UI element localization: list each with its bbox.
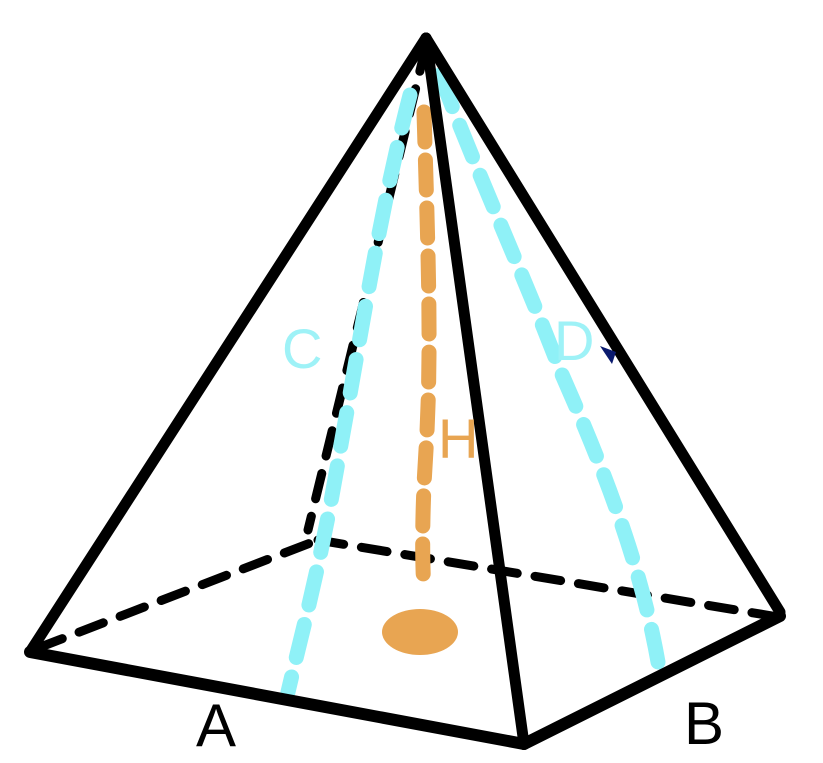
base-edge-b bbox=[518, 610, 786, 750]
label-d: D bbox=[554, 309, 594, 372]
visible-lateral-edge-left bbox=[24, 32, 432, 658]
visible-lateral-edge-front bbox=[420, 32, 530, 750]
slant-height-c bbox=[280, 87, 418, 700]
hidden-base-edge-right bbox=[313, 535, 783, 622]
visible-lateral-edge-right bbox=[420, 32, 786, 618]
hidden-edges bbox=[33, 41, 783, 653]
label-a: A bbox=[196, 692, 236, 759]
label-b: B bbox=[684, 690, 724, 757]
base-edge-a bbox=[24, 646, 530, 750]
hidden-base-edge-left bbox=[33, 535, 323, 653]
label-c: C bbox=[282, 317, 322, 380]
slant-height-d bbox=[432, 67, 666, 670]
height-h bbox=[415, 104, 437, 598]
height-foot-point bbox=[382, 609, 458, 655]
visible-edges bbox=[24, 32, 786, 750]
label-h: H bbox=[438, 407, 478, 470]
navy-mark bbox=[600, 346, 616, 364]
